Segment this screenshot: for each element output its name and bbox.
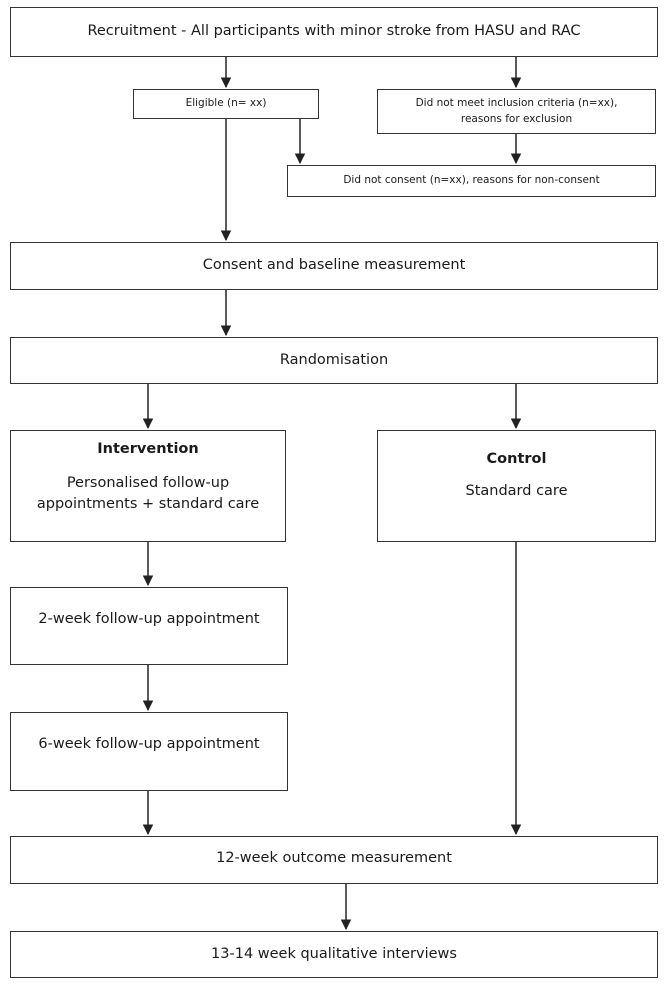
control-body: Standard care [465,483,568,499]
interviews-box: 13-14 week qualitative interviews [10,931,658,978]
consent-baseline-text: Consent and baseline measurement [202,257,466,274]
randomisation-box: Randomisation [10,337,658,384]
followup-2wk-box: 2-week follow-up appointment [10,587,288,665]
not-consent-text: Did not consent (n=xx), reasons for non-… [343,174,600,187]
not-inclusion-line-2: reasons for exclusion [460,112,573,125]
consent-baseline-box: Consent and baseline measurement [10,242,658,290]
control-box: Control Standard care [377,430,656,542]
interviews-text: 13-14 week qualitative interviews [211,945,457,962]
followup-2wk-text: 2-week follow-up appointment [38,611,260,627]
recruitment-text: Recruitment - All participants with mino… [87,23,581,40]
intervention-box: Intervention Personalised follow-up appo… [10,430,286,542]
eligible-box: Eligible (n= xx) [133,89,319,119]
followup-6wk-box: 6-week follow-up appointment [10,712,288,791]
outcome-12wk-box: 12-week outcome measurement [10,836,658,884]
intervention-line-1: Personalised follow-up [66,475,230,491]
not-inclusion-box: Did not meet inclusion criteria (n=xx), … [377,89,656,134]
not-inclusion-line-1: Did not meet inclusion criteria (n=xx), [415,96,618,109]
outcome-12wk-text: 12-week outcome measurement [216,850,452,866]
not-consent-box: Did not consent (n=xx), reasons for non-… [287,165,656,197]
recruitment-box: Recruitment - All participants with mino… [10,7,658,57]
control-title: Control [486,451,547,467]
eligible-text: Eligible (n= xx) [185,97,267,110]
randomisation-text: Randomisation [279,351,389,368]
intervention-title: Intervention [97,441,199,457]
intervention-line-2: appointments + standard care [36,496,260,513]
followup-6wk-text: 6-week follow-up appointment [38,736,260,752]
